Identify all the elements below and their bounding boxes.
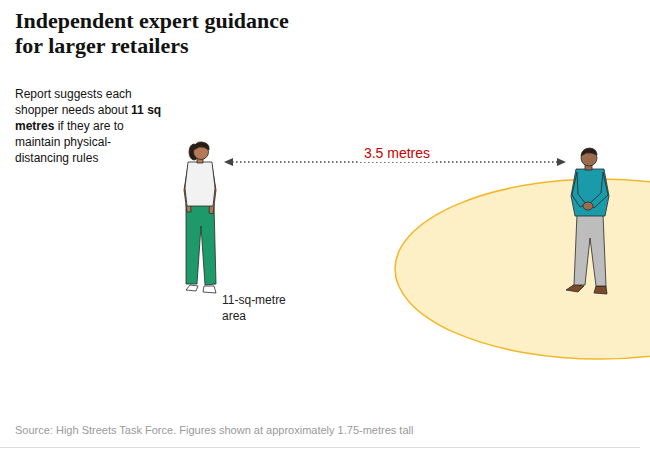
figure-part bbox=[581, 148, 597, 156]
area-label: 11-sq-metre area bbox=[222, 292, 302, 324]
title: Independent expert guidance for larger r… bbox=[15, 8, 305, 58]
shopper-area bbox=[395, 179, 650, 359]
figure-part bbox=[572, 172, 586, 207]
figure-part bbox=[590, 172, 608, 208]
area-outline bbox=[17, 179, 397, 359]
figure-part bbox=[583, 202, 593, 210]
figure-part bbox=[186, 285, 198, 291]
subtitle-text: Report suggests each shopper needs about bbox=[15, 87, 132, 117]
man-figure bbox=[566, 148, 609, 294]
figure-part bbox=[571, 169, 609, 216]
figure-part bbox=[203, 286, 216, 293]
subtitle: Report suggests each shopper needs about… bbox=[15, 86, 165, 166]
arrow-head bbox=[557, 158, 566, 166]
distancing-area: 11-sq-metre area bbox=[17, 179, 397, 359]
figure-part bbox=[594, 286, 607, 294]
figure-part bbox=[193, 142, 209, 150]
arrow-head bbox=[224, 158, 233, 166]
area-ellipse bbox=[17, 180, 397, 359]
woman-figure bbox=[184, 142, 216, 293]
figure-part bbox=[574, 214, 606, 286]
bottom-rule bbox=[0, 447, 640, 448]
dimension-label: 3.5 metres bbox=[360, 144, 434, 162]
figure-part bbox=[186, 204, 216, 285]
figure-part bbox=[185, 162, 215, 206]
source-caption: Source: High Streets Task Force. Figures… bbox=[15, 423, 413, 437]
